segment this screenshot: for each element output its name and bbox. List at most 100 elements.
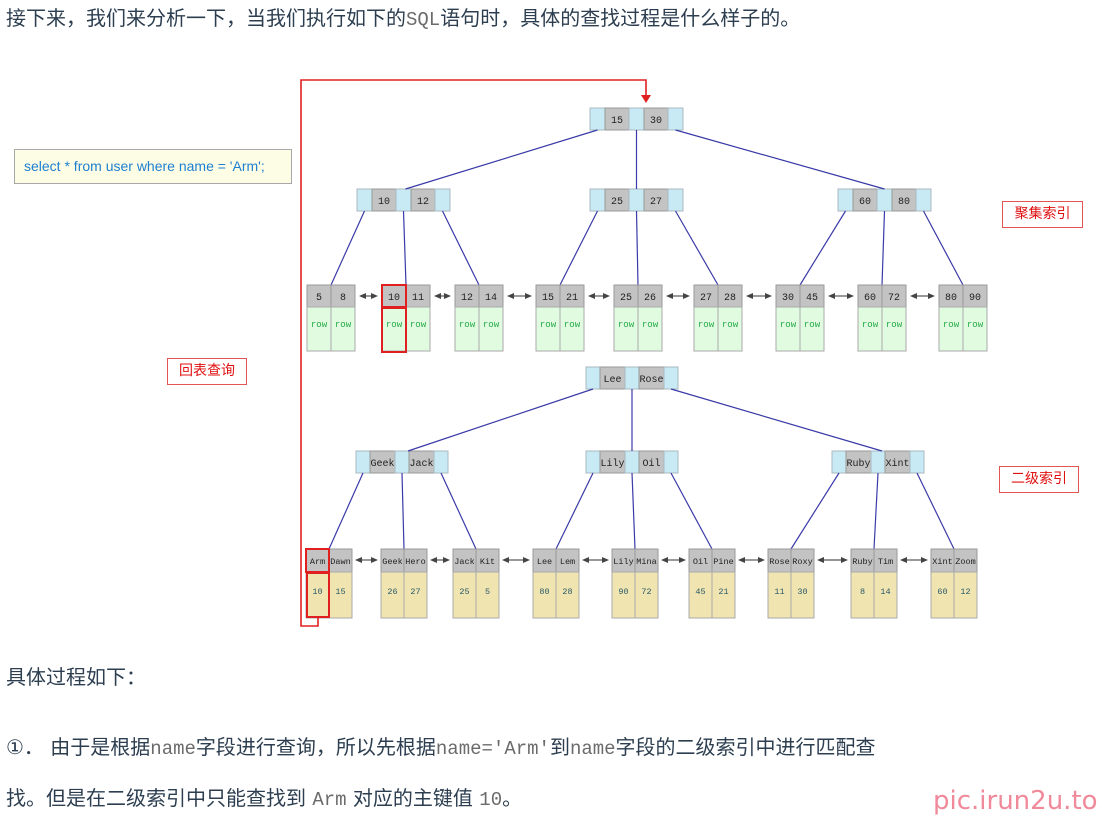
clustered-leaf-key: 90 bbox=[969, 293, 981, 304]
secondary-leaf-key: Hero bbox=[405, 557, 425, 567]
clustered-leaf-row-label: row bbox=[618, 320, 635, 330]
secondary-leaf-primary-key: 11 bbox=[774, 587, 784, 597]
intro-text-2: 语句时，具体的查找过程是什么样子的。 bbox=[440, 6, 801, 30]
step1-code-condition: name='Arm' bbox=[435, 738, 550, 760]
clustered-internal-node-key-label: 60 bbox=[859, 197, 871, 208]
secondary-leaf-link-arrow-head-right bbox=[443, 557, 450, 563]
highlighted-row bbox=[381, 307, 407, 353]
step1-code-pk: 10 bbox=[479, 789, 503, 811]
secondary-leaf-value-cell bbox=[873, 571, 898, 619]
clustered-leaf-link-arrow-head-left bbox=[746, 293, 753, 299]
clustered-leaf-key: 21 bbox=[566, 293, 578, 304]
secondary-internal-node-key-label: Jack bbox=[409, 458, 433, 470]
clustered-leaf-row-cell bbox=[962, 306, 988, 352]
intro-code-sql: SQL bbox=[406, 9, 441, 31]
secondary-leaf-link-arrow-head-right bbox=[841, 557, 848, 563]
secondary-leaf-link-arrow-head-left bbox=[582, 557, 589, 563]
clustered-leaf-key: 12 bbox=[461, 293, 473, 304]
secondary-leaf-primary-key: 21 bbox=[718, 587, 728, 597]
watermark: pic.irun2u.top bbox=[933, 786, 1098, 816]
secondary-leaf-primary-key: 60 bbox=[937, 587, 947, 597]
clustered-leaf-key: 15 bbox=[542, 293, 554, 304]
secondary-internal-node-pointer-cell bbox=[394, 450, 410, 474]
secondary-leaf-primary-key: 25 bbox=[459, 587, 469, 597]
secondary-leaf-key: Geek bbox=[382, 557, 402, 567]
clustered-internal-node-key-label: 10 bbox=[378, 197, 390, 208]
secondary-leaf-link-arrow-head-right bbox=[921, 557, 928, 563]
step1-text-c: 到 bbox=[549, 735, 570, 759]
clustered-tree-edge bbox=[402, 210, 407, 286]
secondary-tree-edge bbox=[670, 388, 883, 452]
secondary-leaf-primary-key: 8 bbox=[860, 587, 865, 597]
clustered-leaf-row-label: row bbox=[943, 320, 960, 330]
secondary-leaf-key: Mina bbox=[636, 557, 656, 567]
secondary-index-label: 二级索引 bbox=[999, 466, 1079, 493]
clustered-leaf-link-arrow-head-right bbox=[765, 293, 772, 299]
clustered-leaf-row-label: row bbox=[780, 320, 797, 330]
back-to-table-label: 回表查询 bbox=[167, 358, 247, 385]
clustered-leaf-key: 72 bbox=[888, 293, 900, 304]
secondary-leaf-value-cell bbox=[711, 571, 736, 619]
secondary-leaf-link-arrow-head-left bbox=[430, 557, 437, 563]
secondary-leaf-key: Xint bbox=[932, 557, 952, 567]
secondary-root-node-pointer-cell bbox=[585, 366, 601, 390]
clustered-leaf-row-cell bbox=[693, 306, 719, 352]
intro-paragraph: 接下来，我们来分析一下，当我们执行如下的SQL语句时，具体的查找过程是什么样子的… bbox=[6, 4, 800, 34]
secondary-leaf-primary-key: 10 bbox=[312, 587, 322, 597]
secondary-leaf-primary-key: 14 bbox=[880, 587, 890, 597]
secondary-internal-node-key-label: Xint bbox=[885, 458, 909, 470]
clustered-leaf-key: 26 bbox=[644, 293, 656, 304]
secondary-leaf-link-arrow-head-left bbox=[661, 557, 668, 563]
clustered-leaf-row-cell bbox=[637, 306, 663, 352]
clustered-internal-node-pointer-cell bbox=[589, 188, 606, 212]
clustered-internal-node-pointer-cell bbox=[837, 188, 854, 212]
clustered-leaf-link-arrow-head-right bbox=[603, 293, 610, 299]
secondary-leaf-value-cell bbox=[475, 571, 500, 619]
step1-code-arm: Arm bbox=[312, 789, 347, 811]
clustered-leaf-row-label: row bbox=[886, 320, 903, 330]
secondary-leaf-value-cell bbox=[790, 571, 815, 619]
clustered-leaf-key: 10 bbox=[388, 293, 400, 304]
clustered-leaf-row-label: row bbox=[311, 320, 328, 330]
clustered-internal-node-pointer-cell bbox=[628, 188, 645, 212]
secondary-leaf-link-arrow-head-right bbox=[758, 557, 765, 563]
secondary-leaf-primary-key: 26 bbox=[387, 587, 397, 597]
secondary-tree-edge bbox=[328, 472, 364, 550]
step1-text-e: 找。但是在二级索引中只能查找到 bbox=[6, 786, 313, 810]
secondary-leaf-link-arrow-head-left bbox=[817, 557, 824, 563]
secondary-leaf-link-arrow-head-right bbox=[602, 557, 609, 563]
clustered-leaf-row-label: row bbox=[642, 320, 659, 330]
clustered-leaf-link-arrow-head-right bbox=[444, 293, 451, 299]
clustered-leaf-row-cell bbox=[330, 306, 356, 352]
clustered-leaf-row-cell bbox=[799, 306, 825, 352]
step1-code-name-2: name bbox=[569, 738, 616, 760]
clustered-tree-edge bbox=[405, 129, 598, 190]
secondary-leaf-key: Lee bbox=[537, 557, 552, 567]
secondary-leaf-key: Kit bbox=[480, 557, 495, 567]
clustered-leaf-row-label: row bbox=[410, 320, 427, 330]
clustered-internal-node-key-label: 25 bbox=[611, 197, 623, 208]
clustered-root-node-pointer-cell bbox=[667, 107, 684, 131]
secondary-leaf-primary-key: 27 bbox=[410, 587, 420, 597]
secondary-leaf-key: Dawn bbox=[330, 557, 350, 567]
clustered-leaf-row-cell bbox=[454, 306, 480, 352]
secondary-leaf-primary-key: 80 bbox=[539, 587, 549, 597]
secondary-leaf-key: Pine bbox=[713, 557, 733, 567]
step1-text-g: 。 bbox=[502, 786, 523, 810]
secondary-leaf-key: Oil bbox=[693, 557, 708, 567]
clustered-leaf-link-arrow-head-right bbox=[683, 293, 690, 299]
clustered-leaf-row-cell bbox=[405, 306, 431, 352]
clustered-leaf-link-arrow-head-left bbox=[828, 293, 835, 299]
secondary-leaf-primary-key: 28 bbox=[562, 587, 572, 597]
clustered-leaf-key: 60 bbox=[864, 293, 876, 304]
secondary-internal-node-pointer-cell bbox=[624, 450, 640, 474]
clustered-leaf-row-cell bbox=[717, 306, 743, 352]
secondary-root-node-key-label: Lee bbox=[603, 375, 621, 386]
secondary-tree-edge bbox=[631, 472, 636, 550]
clustered-root-node-key-label: 30 bbox=[650, 116, 662, 127]
clustered-tree-edge bbox=[799, 210, 847, 286]
clustered-leaf-key: 45 bbox=[806, 293, 818, 304]
clustered-leaf-key: 25 bbox=[620, 293, 632, 304]
clustered-leaf-link-arrow-head-right bbox=[847, 293, 854, 299]
